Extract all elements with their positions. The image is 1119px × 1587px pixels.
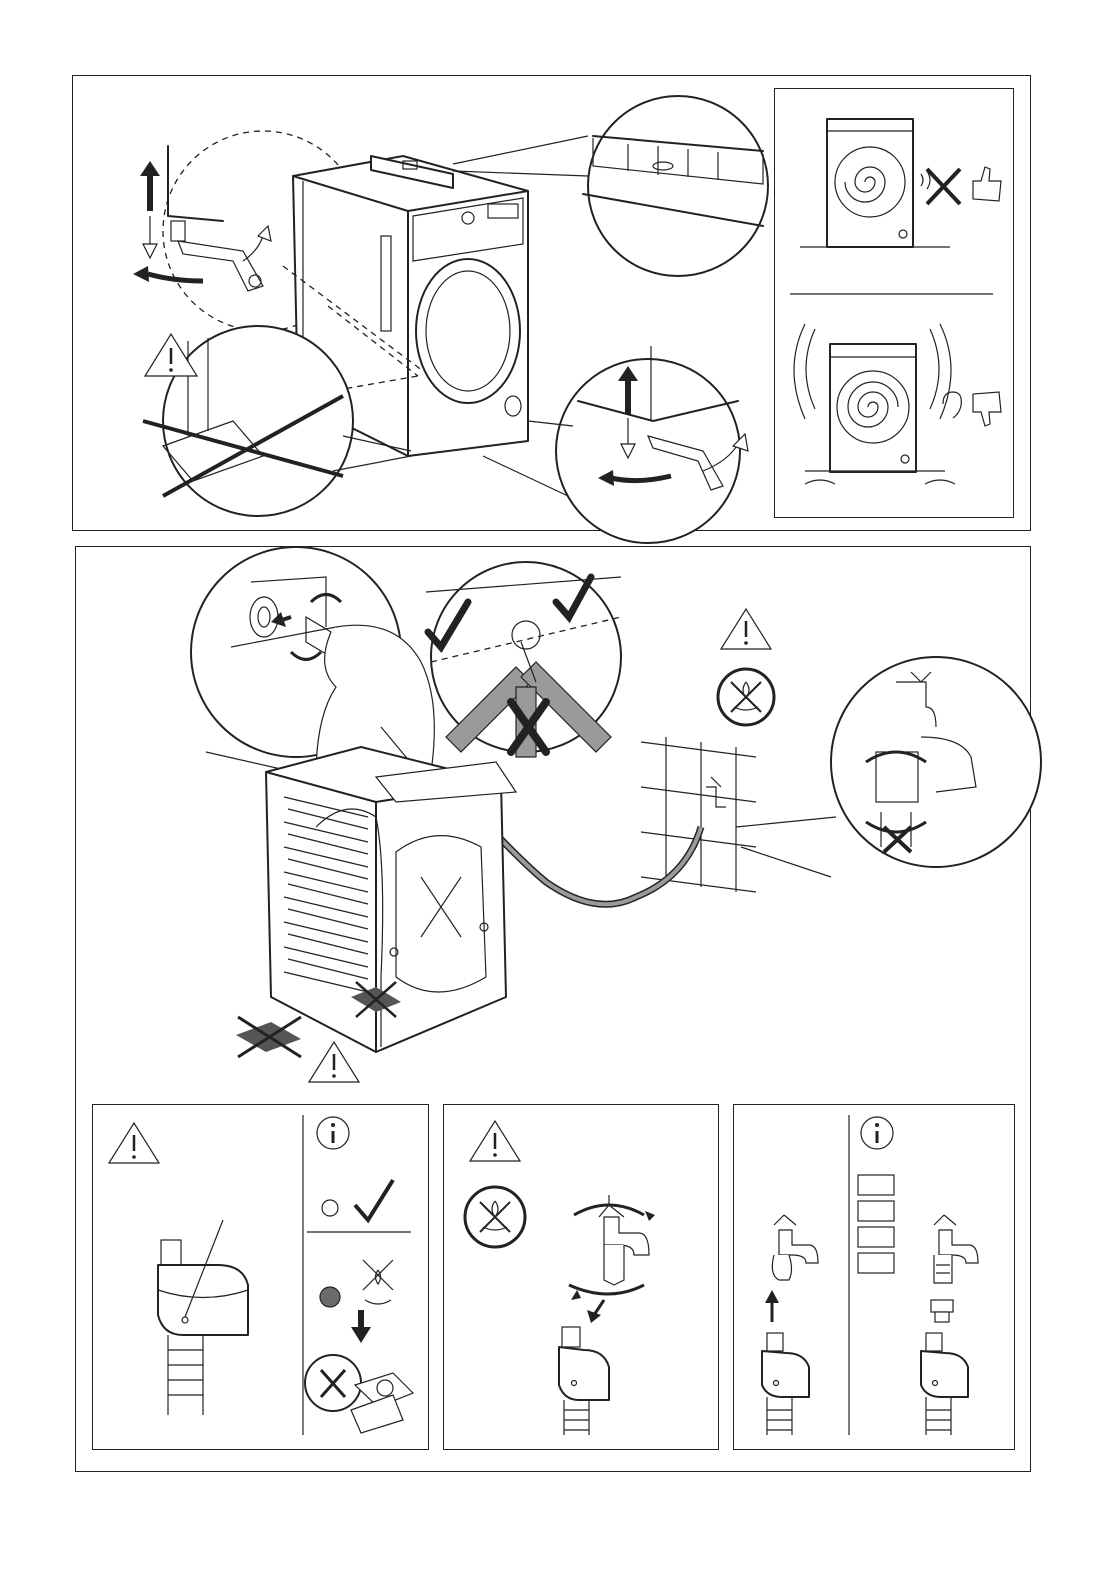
warning-triangle-icon [470,1121,520,1161]
arrow-up-icon [765,1290,779,1322]
service-tools-icon [305,1355,361,1411]
thread-adapter [931,1300,953,1322]
detail-circle-wrong-base [163,326,353,516]
vibration-comparison-panel [774,88,1014,518]
tap-adapter-illustration [734,1105,1016,1451]
option-boxes [858,1175,894,1273]
tap-connection-illustration [444,1105,720,1451]
thumb-down-icon [973,392,1001,426]
warning-triangle-icon [721,609,771,649]
warning-triangle-icon [309,1042,359,1082]
info-icon [317,1117,349,1149]
aquastop-illustration [93,1105,430,1451]
warning-triangle-icon [109,1123,159,1163]
water-tap-with-adapter [934,1215,978,1283]
no-water-tap-icon [465,1187,525,1247]
no-water-tap-icon [718,669,774,725]
wall-tiles [641,737,756,892]
arrow-up-icon [140,161,160,211]
aquastop-indicator-panel [92,1104,429,1450]
tap-connection-panel [443,1104,719,1450]
aquastop-valve [921,1333,968,1435]
vibrating-machine [794,324,955,484]
cross-mark-icon [927,169,960,204]
stable-machine [800,119,950,247]
wrench-icon [178,241,263,291]
indicator-fault [320,1260,393,1307]
tap-adapter-panel [733,1104,1015,1450]
water-tap [772,1215,818,1280]
detail-circle-foot-adjust-2 [556,359,740,543]
aquastop-valve [559,1327,609,1435]
arrow-down-icon [143,216,157,258]
aquastop-valve [158,1220,248,1415]
detail-circle-spirit-level [588,96,768,276]
vibration-illustration [775,89,1015,519]
info-icon [861,1117,893,1149]
washing-machine-rear-view [266,747,516,1052]
arrow-down-icon [351,1310,371,1343]
water-tap [569,1195,655,1300]
thumb-up-icon [973,167,1001,201]
anti-vibration-mat-crossed [236,1017,301,1057]
aquastop-valve [762,1333,809,1435]
arrow-down-icon [587,1300,604,1323]
indicator-ok [322,1180,393,1220]
inlet-hose-connection-panel [75,546,1031,1472]
